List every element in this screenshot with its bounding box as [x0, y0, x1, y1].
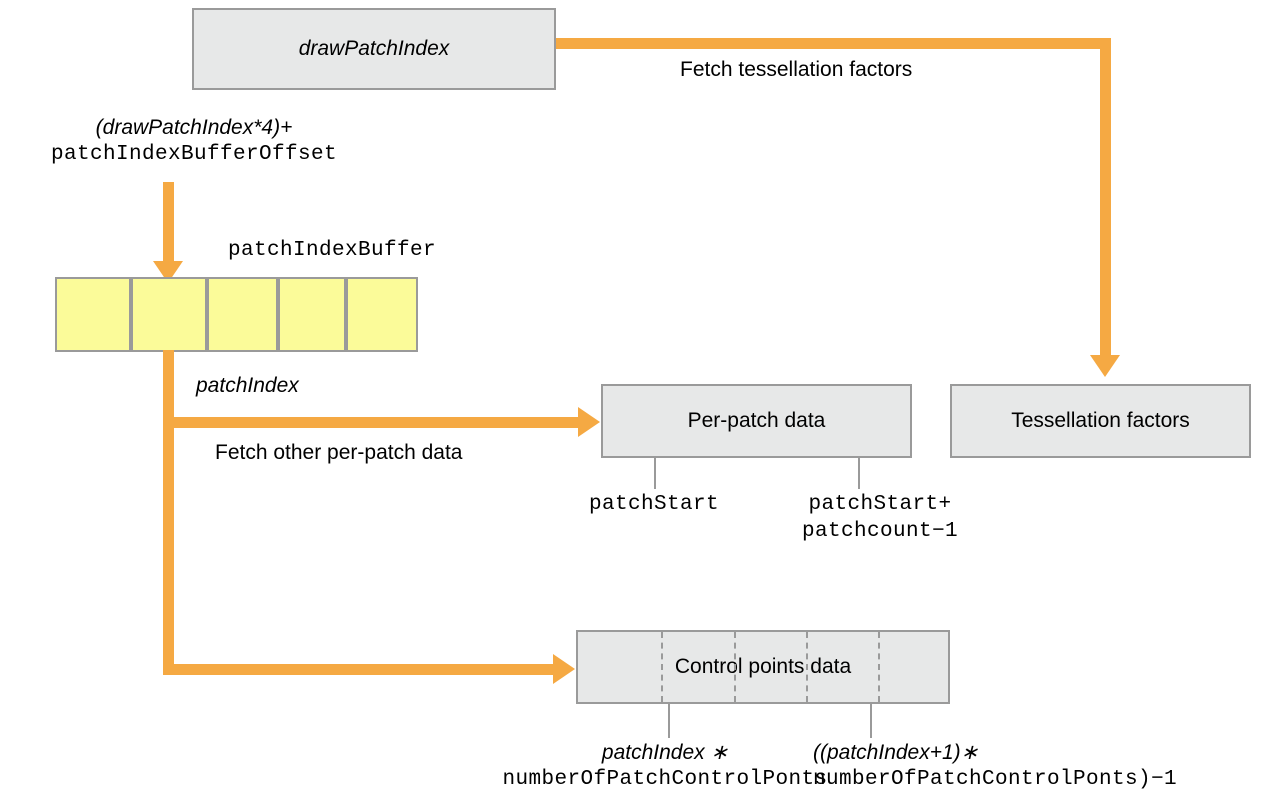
- node-draw-patch-index[interactable]: drawPatchIndex: [192, 8, 556, 90]
- label-patch-start: patchStart: [589, 492, 719, 519]
- label-patch-index-buffer-offset: (drawPatchIndex*4)+ patchIndexBufferOffs…: [51, 115, 337, 169]
- control-points-end-tick: [870, 704, 872, 738]
- per-patch-end-tick: [858, 458, 860, 489]
- buffer-cell[interactable]: [131, 277, 207, 352]
- per-patch-start-tick: [654, 458, 656, 489]
- label-patch-start-plus-count: patchStart+ patchcount−1: [802, 492, 958, 546]
- control-points-start-line2: numberOfPatchControlPonts: [502, 767, 828, 791]
- edge-tessfactors-arrowhead: [1090, 355, 1120, 377]
- control-points-divider: [806, 632, 808, 702]
- node-control-points-data[interactable]: Control points data: [576, 630, 950, 704]
- node-draw-patch-index-label: drawPatchIndex: [298, 37, 450, 60]
- edge-label-patch-index: patchIndex: [196, 374, 299, 397]
- node-control-points-data-label: Control points data: [674, 655, 852, 678]
- edge-per-patch-arrowhead: [578, 407, 600, 437]
- edge-label-fetch-tessellation-factors: Fetch tessellation factors: [680, 58, 913, 81]
- edge-label-fetch-other-per-patch-data: Fetch other per-patch data: [215, 441, 463, 464]
- control-points-end-line2: numberOfPatchControlPonts)−1: [813, 767, 1178, 791]
- offset-expression-line2: patchIndexBufferOffset: [50, 142, 338, 166]
- patch-end-line1: patchStart+: [808, 493, 952, 516]
- edge-control-points-arrowhead: [553, 654, 575, 684]
- edge-offset-to-buffer-shaft: [163, 182, 174, 263]
- node-per-patch-data[interactable]: Per-patch data: [601, 384, 912, 458]
- edge-per-patch-horizontal: [163, 417, 580, 428]
- label-patch-index-buffer: patchIndexBuffer: [228, 239, 437, 262]
- edge-control-points-horizontal: [163, 664, 555, 675]
- buffer-cell[interactable]: [278, 277, 346, 352]
- label-control-points-end: ((patchIndex+1)∗ numberOfPatchControlPon…: [813, 740, 1177, 794]
- control-points-start-line1: patchIndex ∗: [601, 741, 729, 764]
- patch-start-line1: patchStart: [588, 493, 720, 516]
- label-control-points-start: patchIndex ∗ numberOfPatchControlPonts: [502, 740, 827, 794]
- control-points-end-line1: ((patchIndex+1)∗: [813, 741, 979, 764]
- control-points-divider: [734, 632, 736, 702]
- control-points-divider: [878, 632, 880, 702]
- buffer-cell[interactable]: [207, 277, 278, 352]
- edge-tessfactors-horizontal: [556, 38, 1111, 49]
- edge-patchindex-trunk: [163, 350, 174, 675]
- patch-end-line2: patchcount−1: [801, 519, 959, 543]
- node-tessellation-factors[interactable]: Tessellation factors: [950, 384, 1251, 458]
- control-points-start-tick: [668, 704, 670, 738]
- node-tessellation-factors-label: Tessellation factors: [1011, 409, 1190, 432]
- buffer-cell[interactable]: [346, 277, 418, 352]
- buffer-cell[interactable]: [55, 277, 131, 352]
- offset-expression-line1: (drawPatchIndex*4)+: [95, 116, 293, 139]
- node-per-patch-data-label: Per-patch data: [687, 409, 826, 432]
- edge-tessfactors-vertical: [1100, 38, 1111, 357]
- control-points-divider: [661, 632, 663, 702]
